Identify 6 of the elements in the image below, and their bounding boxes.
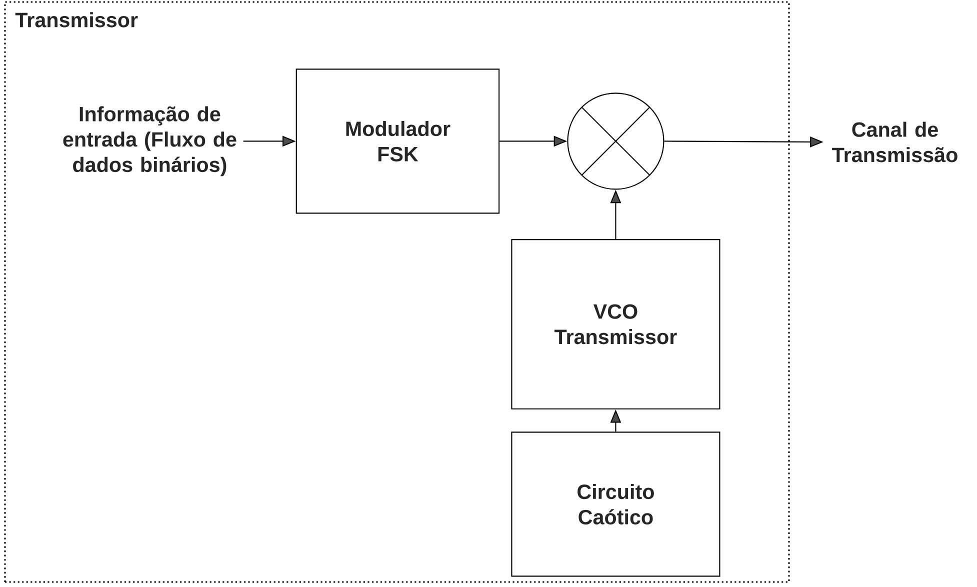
block-box: Modulador FSK xyxy=(296,68,500,214)
block-box: VCO Transmissor xyxy=(511,239,720,410)
label-text: Canal de Transmissão xyxy=(832,122,958,162)
label-text: Informação de entrada (Fluxo de dados binários) xyxy=(63,106,236,176)
mixer-circle xyxy=(567,92,664,190)
block-box: Circuito Caótico xyxy=(511,432,720,577)
